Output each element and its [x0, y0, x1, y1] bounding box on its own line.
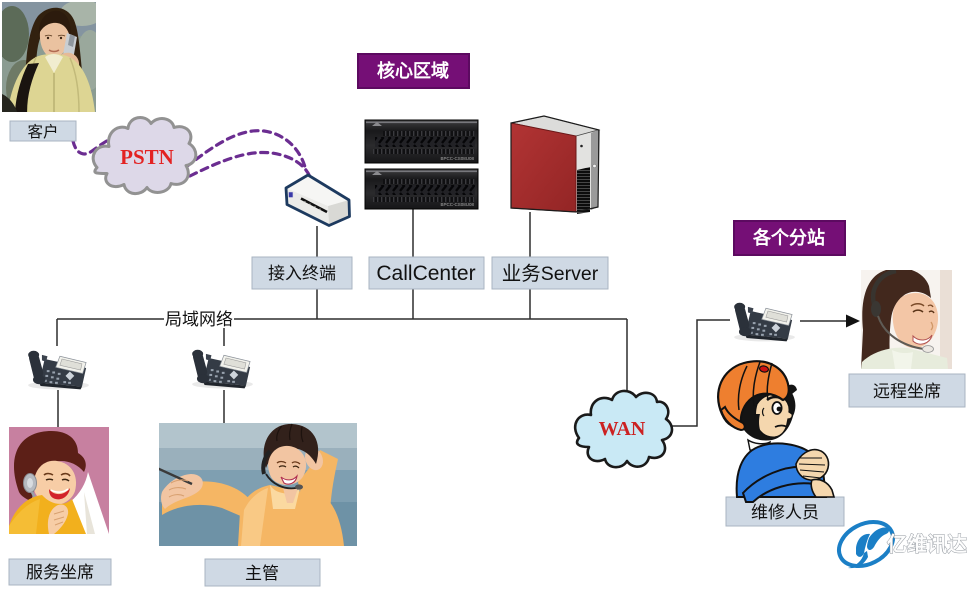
svg-text:业务Server: 业务Server	[502, 263, 599, 285]
svg-text:BPCC-CS08U08: BPCC-CS08U08	[440, 156, 474, 161]
svg-text:BPCC-CS08U08: BPCC-CS08U08	[440, 202, 474, 207]
svg-text:局域网络: 局域网络	[165, 310, 233, 329]
svg-text:远程坐席: 远程坐席	[873, 382, 941, 401]
svg-text:核心区域: 核心区域	[377, 60, 449, 81]
svg-text:客户: 客户	[27, 123, 58, 141]
svg-text:WAN: WAN	[599, 418, 646, 440]
svg-text:亿维讯达: 亿维讯达	[887, 532, 967, 556]
svg-text:CallCenter: CallCenter	[376, 262, 475, 285]
svg-text:维修人员: 维修人员	[751, 503, 819, 522]
svg-text:各个分站: 各个分站	[752, 227, 825, 248]
svg-text:服务坐席: 服务坐席	[26, 563, 94, 582]
svg-text:PSTN: PSTN	[120, 145, 174, 169]
svg-text:接入终端: 接入终端	[268, 264, 336, 283]
svg-text:主管: 主管	[245, 564, 279, 583]
